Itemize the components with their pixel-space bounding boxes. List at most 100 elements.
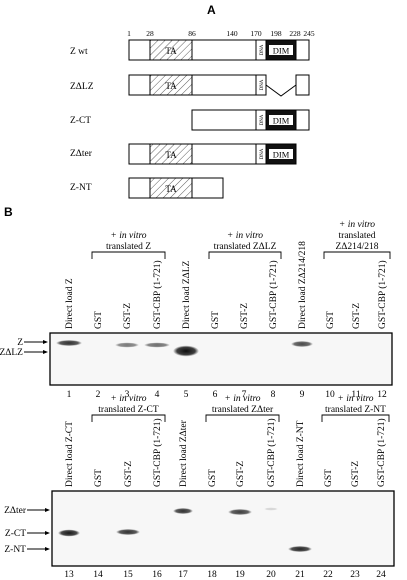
construct-name-zct: Z-CT	[70, 116, 91, 126]
lane-number-22: 22	[323, 570, 333, 580]
dim-label-box	[269, 45, 293, 55]
lane-number-5: 5	[184, 390, 189, 400]
pos-86: 86	[188, 29, 196, 38]
lane-number-3: 3	[125, 390, 130, 400]
lane-number-7: 7	[242, 390, 247, 400]
ta-domain	[149, 74, 193, 96]
pos-140: 140	[226, 29, 238, 38]
ta-label: TA	[165, 81, 177, 91]
lane-label-5: Direct load ZΔLZ	[182, 260, 192, 329]
bracket-label: translated	[339, 231, 376, 241]
bracket-line	[205, 414, 280, 422]
pos-245: 245	[303, 29, 315, 38]
lane-number-15: 15	[123, 570, 133, 580]
ta-label: TA	[165, 46, 177, 56]
band-lane9-z	[291, 341, 313, 347]
construct-bar-zdlz: TA DNA	[128, 74, 310, 97]
lane-label-4: GST-CBP (1-721)	[152, 260, 163, 329]
panel-b-letter: B	[4, 205, 13, 219]
lane-label-18: GST	[208, 469, 218, 487]
construct-bar-zct: DNA DIM	[191, 109, 310, 131]
marker-zdter: ZΔter	[4, 506, 27, 516]
lane-number-2: 2	[96, 390, 101, 400]
lane-number-1: 1	[67, 390, 72, 400]
bracket-label: + in vitro	[339, 220, 375, 230]
dim-label: DIM	[273, 150, 290, 160]
lane-number-20: 20	[266, 570, 276, 580]
lane-number-18: 18	[207, 570, 217, 580]
band-lane19-zdter	[228, 509, 252, 515]
construct-name-znt: Z-NT	[70, 183, 92, 193]
pos-228: 228	[289, 29, 301, 38]
blot1-membrane	[49, 332, 393, 386]
bracket-line	[208, 251, 282, 259]
bracket-label: translated Z	[106, 242, 151, 252]
lane-number-19: 19	[235, 570, 245, 580]
pos-28: 28	[146, 29, 154, 38]
bracket-label: + in vitro	[337, 394, 373, 404]
bracket-label: + in vitro	[110, 231, 146, 241]
ta-label: TA	[165, 150, 177, 160]
blot1-bands	[56, 340, 313, 357]
band-lane15-zct	[116, 529, 140, 535]
construct-name-zdter: ZΔter	[70, 149, 93, 159]
construct-bar-znt: TA	[128, 177, 224, 199]
band-lane13-zct	[58, 529, 80, 537]
lane-number-14: 14	[93, 570, 103, 580]
bracket-label: + in vitro	[227, 231, 263, 241]
arrowhead-icon	[45, 547, 50, 551]
marker-zct: Z-CT	[5, 529, 26, 539]
lane-label-1: Direct load Z	[65, 278, 75, 329]
lane-label-11: GST-Z	[352, 303, 362, 329]
lane-number-13: 13	[64, 570, 74, 580]
arrowhead-icon	[43, 340, 48, 344]
band-lane1-z	[56, 340, 82, 346]
blot2-bands	[58, 507, 312, 552]
marker-zdlz: ZΔLZ	[0, 348, 23, 358]
dim-label-box	[269, 149, 293, 159]
band-lane5-zdlz	[173, 345, 199, 357]
blot2-membrane	[51, 490, 395, 567]
lane-label-9: Direct load ZΔ214/218	[298, 241, 308, 329]
ta-label: TA	[165, 184, 177, 194]
blot1-band-markers: Z ZΔLZ	[0, 338, 48, 358]
deletion-line	[265, 84, 297, 97]
bracket-label: + in vitro	[224, 394, 260, 404]
band-lane3-z	[115, 342, 139, 348]
construct-name-zwt: Z wt	[70, 47, 88, 57]
lane-number-16: 16	[152, 570, 162, 580]
lane-label-6: GST	[211, 311, 221, 329]
bracket-line	[91, 251, 166, 259]
lane-number-17: 17	[178, 570, 188, 580]
lane-number-4: 4	[155, 390, 160, 400]
lane-label-23: GST-Z	[351, 461, 361, 487]
lane-number-21: 21	[295, 570, 305, 580]
lane-number-6: 6	[213, 390, 218, 400]
lane-number-10: 10	[325, 390, 335, 400]
lane-label-16: GST-CBP (1-721)	[152, 418, 163, 487]
panel-a-letter: A	[207, 3, 216, 17]
construct-bar-zwt: TA DNA DIM	[128, 39, 310, 61]
marker-znt: Z-NT	[4, 545, 26, 555]
marker-z: Z	[17, 338, 23, 348]
lane-number-12: 12	[377, 390, 387, 400]
lane-label-8: GST-CBP (1-721)	[268, 260, 279, 329]
dna-label: DNA	[260, 44, 265, 55]
pos-198: 198	[270, 29, 282, 38]
bracket-line	[91, 414, 166, 422]
pos-170: 170	[250, 29, 262, 38]
bracket-line	[321, 414, 390, 422]
construct-name-zdlz: ZΔLZ	[70, 82, 94, 92]
lane-label-15: GST-Z	[124, 461, 134, 487]
lane-number-23: 23	[350, 570, 360, 580]
bracket-label: translated Z-NT	[325, 405, 386, 415]
ta-domain	[149, 177, 193, 199]
band-lane20-faint	[264, 507, 278, 511]
arrowhead-icon	[45, 531, 50, 535]
pos-1: 1	[127, 29, 131, 38]
lane-label-20: GST-CBP (1-721)	[266, 418, 277, 487]
blot1-headers: Direct load Z GST GST-Z GST-CBP (1-721) Dire…	[65, 220, 391, 329]
